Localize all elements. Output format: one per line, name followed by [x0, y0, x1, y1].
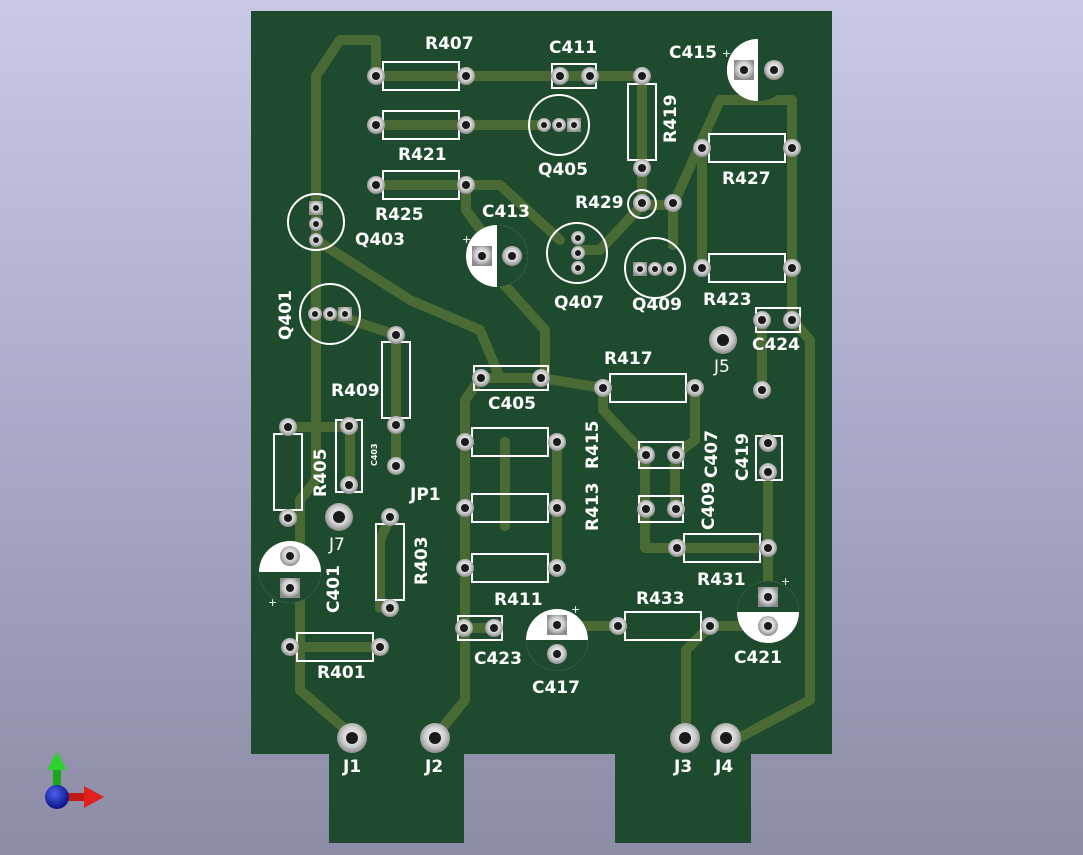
label-c401: C401 — [324, 565, 344, 613]
label-r411: R411 — [494, 590, 543, 610]
label-q407: Q407 — [554, 293, 604, 313]
label-c424: C424 — [752, 335, 800, 355]
svg-text:+: + — [462, 233, 471, 246]
silkscreen-labels: R407 C411 C415 R419 R421 Q405 R427 R425 … — [276, 34, 800, 777]
label-r421: R421 — [398, 145, 447, 165]
label-r405: R405 — [311, 448, 331, 497]
label-c403: C403 — [370, 443, 379, 466]
label-r423: R423 — [703, 290, 752, 310]
label-r433: R433 — [636, 589, 685, 609]
label-j7: J7 — [328, 535, 345, 555]
label-q405: Q405 — [538, 160, 588, 180]
label-c413: C413 — [482, 202, 530, 222]
label-c419: C419 — [733, 433, 753, 481]
label-q409: Q409 — [632, 295, 682, 315]
label-r401: R401 — [317, 663, 366, 683]
svg-text:+: + — [268, 596, 277, 609]
label-c421: C421 — [734, 648, 782, 668]
svg-text:+: + — [781, 575, 790, 588]
label-j4: J4 — [714, 757, 733, 777]
label-j2: J2 — [424, 757, 443, 777]
label-r425: R425 — [375, 205, 424, 225]
label-c423: C423 — [474, 649, 522, 669]
label-r413: R413 — [583, 482, 603, 531]
label-c407: C407 — [702, 430, 722, 478]
svg-text:+: + — [722, 47, 731, 60]
label-c415: C415 — [669, 43, 717, 63]
label-c411: C411 — [549, 38, 597, 58]
label-c409: C409 — [699, 482, 719, 530]
y-axis-arrow-icon — [47, 752, 67, 794]
svg-text:+: + — [571, 603, 580, 616]
label-jp1: JP1 — [409, 485, 441, 505]
label-q403: Q403 — [355, 230, 405, 250]
label-c405: C405 — [488, 394, 536, 414]
label-r407: R407 — [425, 34, 474, 54]
z-axis-origin-icon — [45, 785, 69, 809]
label-r431: R431 — [697, 570, 746, 590]
label-j3: J3 — [673, 757, 692, 777]
label-r417: R417 — [604, 349, 653, 369]
label-j5: J5 — [713, 357, 730, 377]
label-r403: R403 — [412, 536, 432, 585]
label-r427: R427 — [722, 169, 771, 189]
label-r409: R409 — [331, 381, 380, 401]
pads — [279, 60, 801, 753]
label-q401: Q401 — [276, 290, 296, 340]
label-r415: R415 — [583, 420, 603, 469]
label-r419: R419 — [661, 94, 681, 143]
label-j1: J1 — [342, 757, 361, 777]
label-c417: C417 — [532, 678, 580, 698]
axis-gizmo — [45, 752, 104, 809]
polarity-marks: + + + + + — [268, 47, 790, 616]
label-r429: R429 — [575, 193, 624, 213]
x-axis-arrow-icon — [60, 786, 104, 808]
